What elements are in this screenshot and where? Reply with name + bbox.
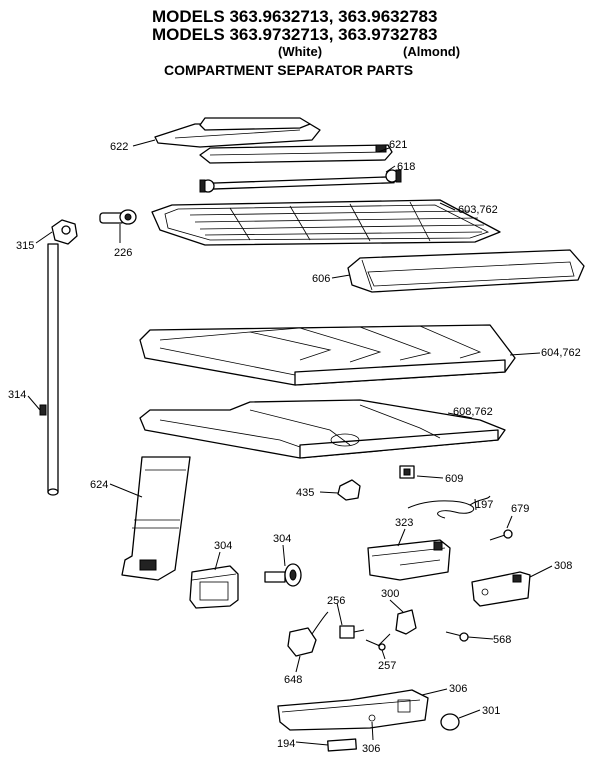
part-606-channel — [347, 249, 585, 293]
title-line-2: MODELS 363.9732713, 363.9732783 — [152, 25, 438, 44]
label-308: 308 — [554, 560, 572, 572]
part-608-tray — [139, 399, 506, 459]
label-300: 300 — [381, 588, 399, 600]
label-194: 194 — [277, 738, 295, 750]
part-306-base — [277, 689, 429, 731]
part-618-rod — [199, 169, 402, 193]
part-648-motor — [287, 611, 329, 657]
label-197: 197 — [475, 499, 493, 511]
label-568: 568 — [493, 634, 511, 646]
part-621-rail — [199, 144, 393, 164]
part-604-tray — [139, 324, 516, 386]
label-608: 608,762 — [453, 406, 493, 418]
label-604: 604,762 — [541, 347, 581, 359]
part-226-knob — [99, 209, 137, 225]
label-603: 603,762 — [458, 204, 498, 216]
label-314: 314 — [8, 389, 26, 401]
part-609-clip — [399, 465, 415, 479]
label-606: 606 — [312, 273, 330, 285]
part-323-box — [367, 539, 451, 581]
label-257: 257 — [378, 660, 396, 672]
label-304a: 304 — [214, 540, 232, 552]
label-622: 622 — [110, 141, 128, 153]
title-line-1: MODELS 363.9632713, 363.9632783 — [152, 7, 438, 26]
part-304-knob — [264, 563, 302, 587]
label-301: 301 — [482, 705, 500, 717]
part-194-label — [327, 738, 357, 752]
part-624-bracket — [121, 456, 191, 581]
part-257-screw — [365, 639, 386, 651]
part-304-housing — [189, 565, 239, 609]
leader-lines — [27, 139, 553, 746]
part-314-tube — [39, 243, 59, 496]
label-306a: 306 — [449, 683, 467, 695]
part-301-plug — [440, 713, 460, 731]
part-315-clip — [51, 219, 78, 245]
part-603-shelf — [151, 199, 501, 246]
label-609: 609 — [445, 473, 463, 485]
label-315: 315 — [16, 240, 34, 252]
title-line-4: COMPARTMENT SEPARATOR PARTS — [164, 62, 414, 78]
label-435: 435 — [296, 487, 314, 499]
label-306b: 306 — [362, 743, 380, 755]
part-679-screw — [489, 529, 513, 541]
label-679: 679 — [511, 503, 529, 515]
title-white: (White) — [278, 44, 323, 59]
label-226: 226 — [114, 247, 132, 259]
label-648: 648 — [284, 674, 302, 686]
label-256: 256 — [327, 595, 345, 607]
part-622-cover — [154, 117, 321, 148]
part-435-cap — [337, 479, 361, 501]
label-621: 621 — [389, 139, 407, 151]
part-197-wire — [407, 495, 491, 519]
label-618: 618 — [397, 161, 415, 173]
label-323: 323 — [395, 517, 413, 529]
label-624: 624 — [90, 479, 108, 491]
part-300-switch — [377, 609, 417, 647]
part-256-connector — [339, 625, 365, 639]
part-308-plate — [471, 571, 531, 607]
title-almond: (Almond) — [403, 44, 461, 59]
label-304b: 304 — [273, 533, 291, 545]
part-568-screw — [445, 631, 469, 642]
